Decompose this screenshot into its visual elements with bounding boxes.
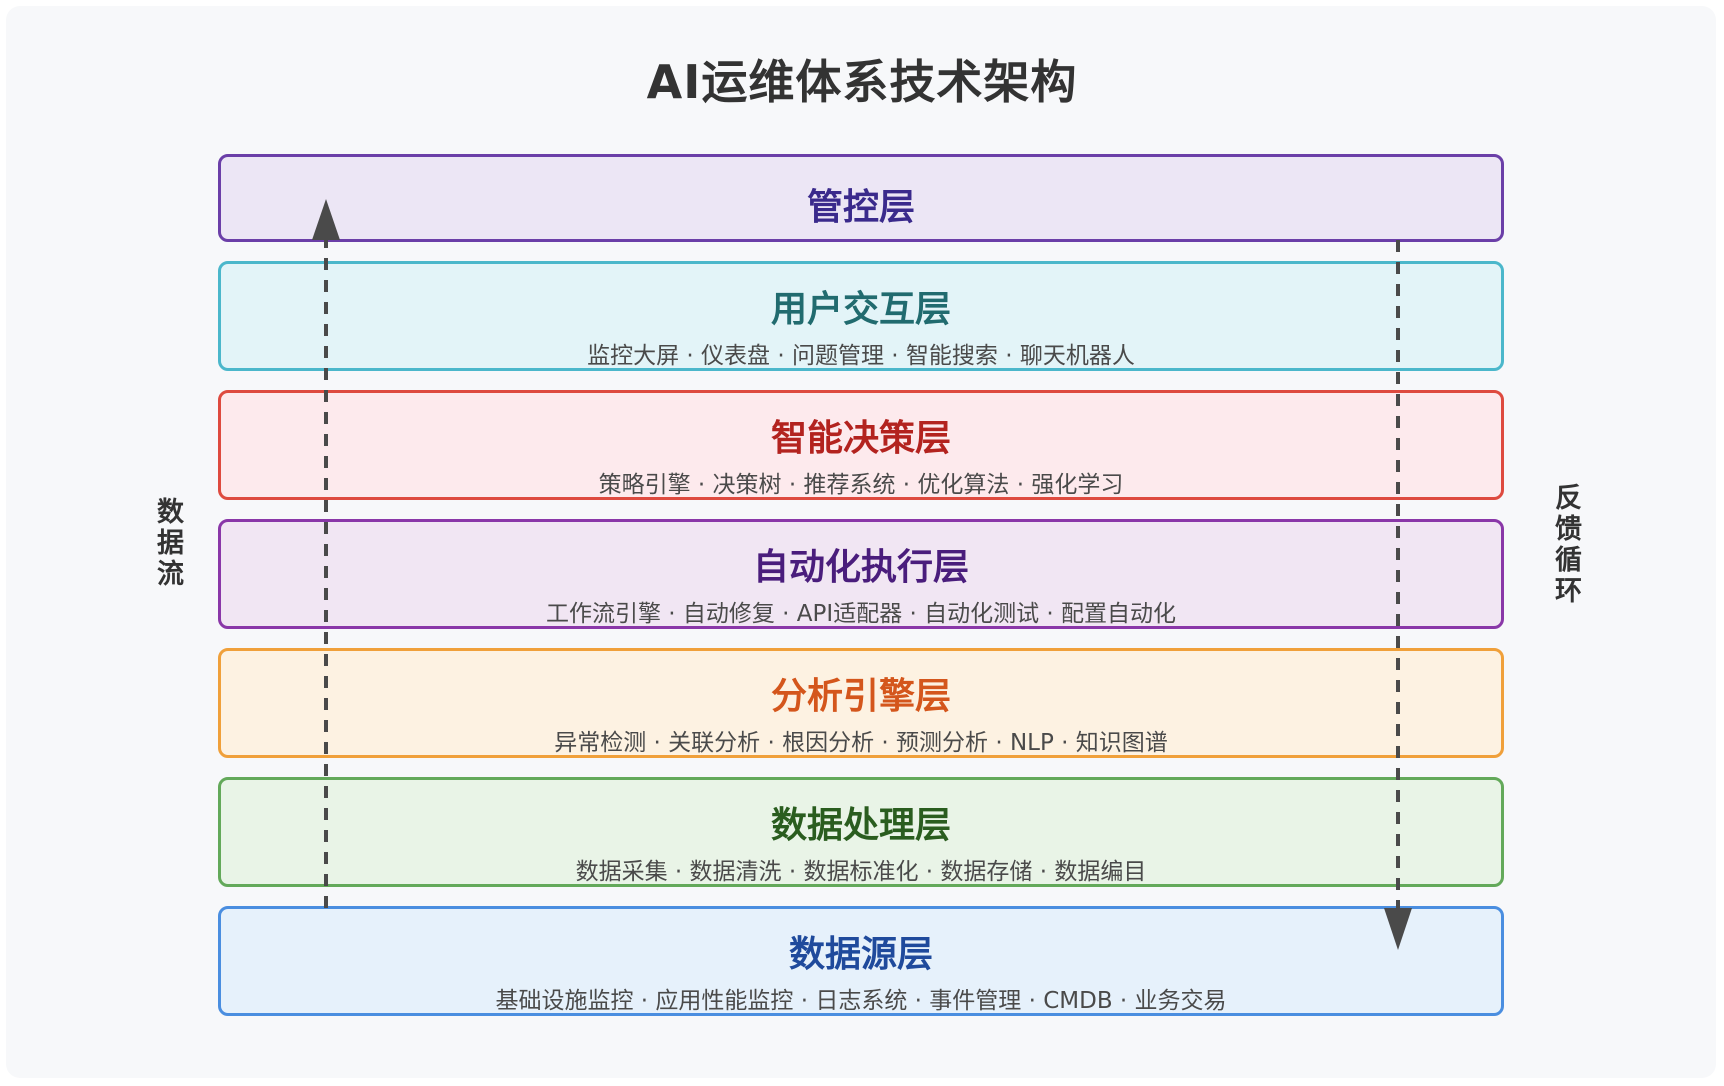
feedback-loop-label: 反馈循环 (1550, 483, 1581, 607)
layer-description: 策略引擎 · 决策树 · 推荐系统 · 优化算法 · 强化学习 (598, 472, 1124, 498)
layer-name: 智能决策层 (770, 418, 951, 459)
layer-name: 用户交互层 (770, 289, 951, 330)
feedback-loop-arrowhead-down (1384, 908, 1412, 950)
layer-name: 自动化执行层 (752, 547, 969, 588)
layer-data-source: 数据源层 基础设施监控 · 应用性能监控 · 日志系统 · 事件管理 · CMD… (218, 906, 1504, 1016)
layer-name: 数据源层 (788, 934, 933, 975)
layer-description: 监控大屏 · 仪表盘 · 问题管理 · 智能搜索 · 聊天机器人 (587, 343, 1135, 369)
layer-automation-execution: 自动化执行层 工作流引擎 · 自动修复 · API适配器 · 自动化测试 · 配… (218, 519, 1504, 629)
layer-description: 工作流引擎 · 自动修复 · API适配器 · 自动化测试 · 配置自动化 (545, 601, 1177, 627)
layer-data-processing: 数据处理层 数据采集 · 数据清洗 · 数据标准化 · 数据存储 · 数据编目 (218, 777, 1504, 887)
layer-name: 分析引擎层 (770, 676, 951, 717)
diagram-title: AI运维体系技术架构 (646, 55, 1078, 109)
layer-name: 数据处理层 (770, 805, 951, 846)
layer-control: 管控层 (218, 154, 1504, 242)
layer-description: 基础设施监控 · 应用性能监控 · 日志系统 · 事件管理 · CMDB · 业… (495, 988, 1227, 1014)
layer-user-interaction: 用户交互层 监控大屏 · 仪表盘 · 问题管理 · 智能搜索 · 聊天机器人 (218, 261, 1504, 371)
data-flow-label: 数据流 (152, 497, 183, 590)
layer-description: 数据采集 · 数据清洗 · 数据标准化 · 数据存储 · 数据编目 (575, 859, 1147, 885)
data-flow-arrowhead-up (312, 199, 340, 240)
layer-description: 异常检测 · 关联分析 · 根因分析 · 预测分析 · NLP · 知识图谱 (554, 730, 1168, 756)
layer-name: 管控层 (806, 187, 915, 228)
layer-analysis-engine: 分析引擎层 异常检测 · 关联分析 · 根因分析 · 预测分析 · NLP · … (218, 648, 1504, 758)
layer-intelligent-decision: 智能决策层 策略引擎 · 决策树 · 推荐系统 · 优化算法 · 强化学习 (218, 390, 1504, 500)
